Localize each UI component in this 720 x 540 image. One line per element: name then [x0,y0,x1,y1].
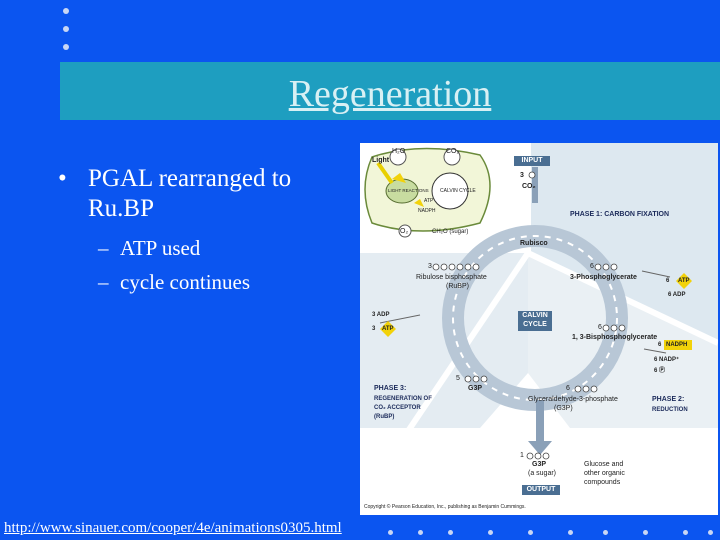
slide-title: Regeneration [288,73,492,115]
sub-bullet-text: ATP used [120,236,201,260]
output-box: OUTPUT [522,485,560,495]
diagram-graphic [360,143,718,515]
light-reactions-label: LIGHT REACTIONS [388,188,429,193]
adp-count-right: 6 ADP [668,292,686,298]
adp-count-left: 3 ADP [372,312,390,318]
atp-count-right: 6 [666,278,670,284]
calvin-cycle-diagram: Light H₂O CO₂ LIGHT REACTIONS CALVIN CYC… [360,143,718,515]
phase3-sub1: REGENERATION OF [374,396,432,402]
rubp-abbr: (RuBP) [446,283,469,290]
ch2o-label: CH₂O (sugar) [432,229,469,235]
sub-bullet-marker: – [98,236,109,260]
decor-dot [388,530,393,535]
bullet-marker: • [58,165,67,192]
glucose-line3: compounds [584,479,621,486]
decor-dot [528,530,533,535]
bullet-text: PGAL rearranged to Ru.BP [88,165,292,222]
decor-dot [63,8,69,14]
rubp-name: Ribulose bisphosphate [416,274,487,281]
input-co2: CO₂ [522,183,536,190]
atp-small-label: ATP [424,198,434,204]
copyright-text: Copyright © Pearson Education, Inc., pub… [364,504,526,510]
atp-count-left: 3 [372,326,376,332]
input-box: INPUT [514,156,550,166]
decor-dot [63,44,69,50]
glucose-line2: other organic [584,470,625,477]
g3p6-abbr: (G3P) [554,405,573,412]
nadph-badge: NADPH [666,342,688,348]
decor-dot [568,530,573,535]
pga-count: 6 [590,263,594,270]
phase3-sub3: (RuBP) [374,414,395,420]
atp-badge-right: ATP [678,278,690,284]
title-band: Regeneration [60,62,720,120]
rubp-count: 3 [428,263,432,270]
glucose-line1: Glucose and [584,461,624,468]
bpg-count: 6 [598,324,602,331]
decor-dot [603,530,608,535]
calvin-small-label: CALVIN CYCLE [440,188,476,194]
output-count: 1 [520,452,524,459]
sub-bullet-text: cycle continues [120,270,251,294]
animation-link[interactable]: http://www.sinauer.com/cooper/4e/animati… [4,520,342,536]
decor-dot [63,26,69,32]
bpg-name: 1, 3-Bisphosphoglycerate [572,334,658,341]
g3p6-name: Glyceraldehyde-3-phosphate [528,396,618,403]
phase2-title: PHASE 2: [652,396,685,403]
decor-dot [683,530,688,535]
decor-dot [708,530,713,535]
g3p5-count: 5 [456,375,460,382]
decor-dot [488,530,493,535]
o2-label: O₂ [400,228,409,235]
nadph-count: 6 [658,342,662,348]
co2-top-label: CO₂ [446,148,460,155]
atp-badge-left: ATP [382,326,394,332]
rubisco-label: Rubisco [520,240,548,247]
decor-dot [448,530,453,535]
nadph-small-label: NADPH [418,208,436,214]
g3p6-count: 6 [566,385,570,392]
calvin-cycle-box: CALVIN CYCLE [518,311,552,331]
output-sugar: (a sugar) [528,470,557,477]
g3p5-name: G3P [468,385,483,392]
pi-count: 6 Ⓟ [654,368,666,374]
decor-dot [643,530,648,535]
pga-name: 3-Phosphoglycerate [570,274,637,281]
h2o-label: H₂O [392,148,406,155]
phase2-sub: REDUCTION [652,407,688,413]
sub-bullet-marker: – [98,270,109,294]
phase1-label: PHASE 1: CARBON FIXATION [570,211,670,218]
output-g3p: G3P [532,461,547,468]
phase3-title: PHASE 3: [374,385,407,392]
decor-dot [418,530,423,535]
nadp-count: 6 NADP⁺ [654,357,680,363]
phase3-sub2: CO₂ ACCEPTOR [374,405,421,411]
light-label: Light [372,157,390,164]
input-count: 3 [520,172,524,179]
